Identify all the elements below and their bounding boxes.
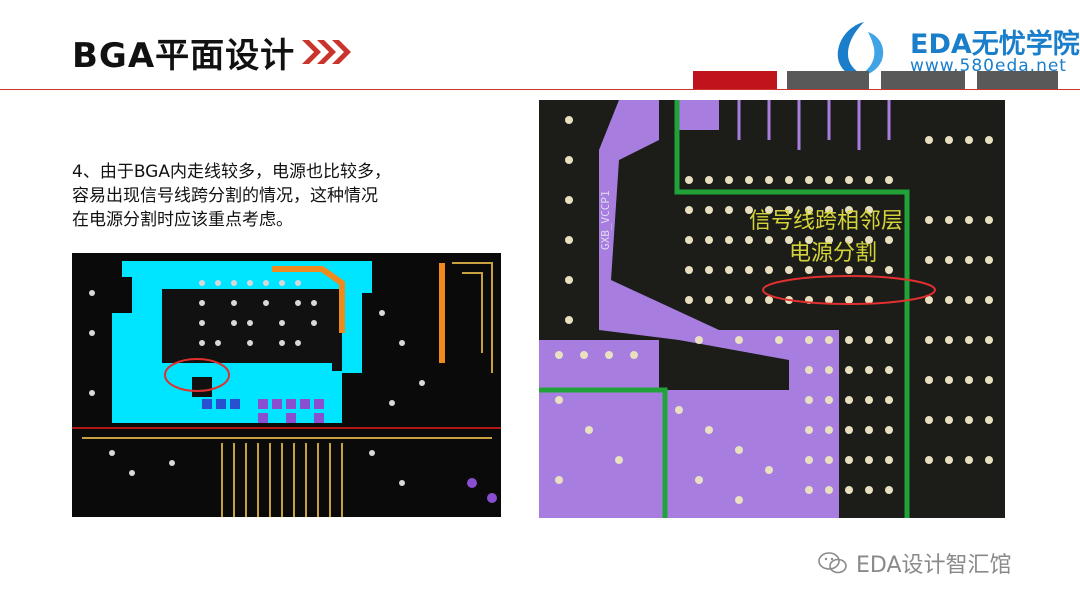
net-label: GXB_VCCP1 (599, 190, 612, 250)
annotation-line-2: 电源分割 (789, 241, 877, 266)
footer-watermark: EDA设计智汇馆 (818, 547, 1012, 579)
body-paragraph: 4、由于BGA内走线较多，电源也比较多， 容易出现信号线跨分割的情况，这种情况 … (72, 160, 472, 232)
paragraph-line: 4、由于BGA内走线较多，电源也比较多， (72, 162, 391, 182)
brand-name: EDA无忧学院 (910, 29, 1080, 60)
wechat-icon (818, 552, 847, 574)
header-tab-active (693, 71, 777, 89)
header-tab (977, 71, 1058, 89)
chevron-arrows-icon (302, 40, 351, 64)
annotation-line-1: 信号线跨相邻层 (749, 209, 903, 234)
paragraph-line: 容易出现信号线跨分割的情况，这种情况 (72, 186, 378, 206)
pcb-layout-image-left (72, 253, 501, 517)
brand-mark-icon (837, 22, 884, 78)
header-tab (881, 71, 965, 89)
paragraph-line: 在电源分割时应该重点考虑。 (72, 210, 293, 230)
watermark-text: EDA设计智汇馆 (856, 553, 1012, 578)
header-divider (0, 89, 1080, 90)
pcb-layout-image-right: GXB_VCCP1 信号线跨相邻层 电源分割 (539, 100, 1005, 518)
header-tab (787, 71, 869, 89)
page-title: BGA平面设计 (72, 36, 296, 76)
